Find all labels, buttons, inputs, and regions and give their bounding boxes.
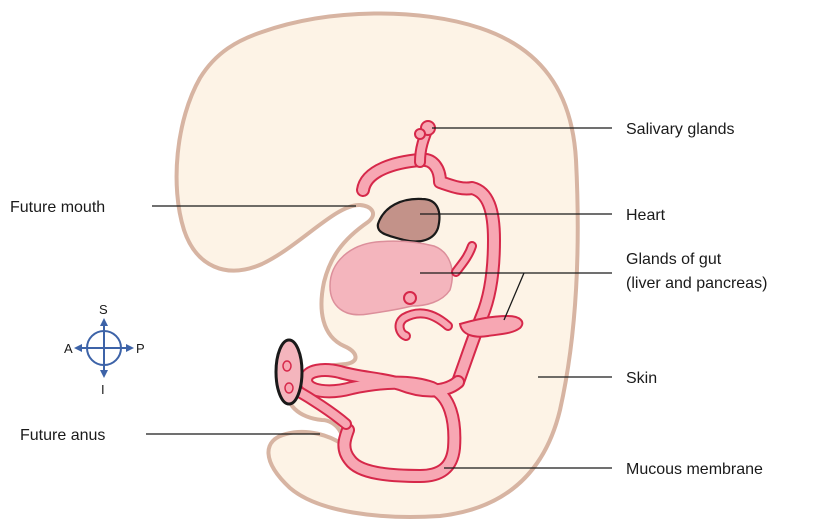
label-salivary-glands: Salivary glands [626, 121, 735, 138]
label-heart: Heart [626, 207, 666, 224]
compass-posterior: P [136, 341, 145, 356]
label-future-mouth: Future mouth [10, 199, 105, 216]
label-mucous-membrane: Mucous membrane [626, 461, 763, 478]
compass-inferior: I [101, 382, 105, 397]
yolk-sac-cut [276, 340, 302, 404]
label-glands-of-gut: Glands of gut [626, 251, 722, 268]
compass-anterior: A [64, 341, 73, 356]
label-future-anus: Future anus [20, 427, 105, 444]
label-liver-and-pancreas: (liver and pancreas) [626, 275, 767, 292]
label-skin: Skin [626, 370, 657, 387]
compass-superior: S [99, 302, 108, 317]
orientation-compass: S I A P [64, 302, 145, 397]
